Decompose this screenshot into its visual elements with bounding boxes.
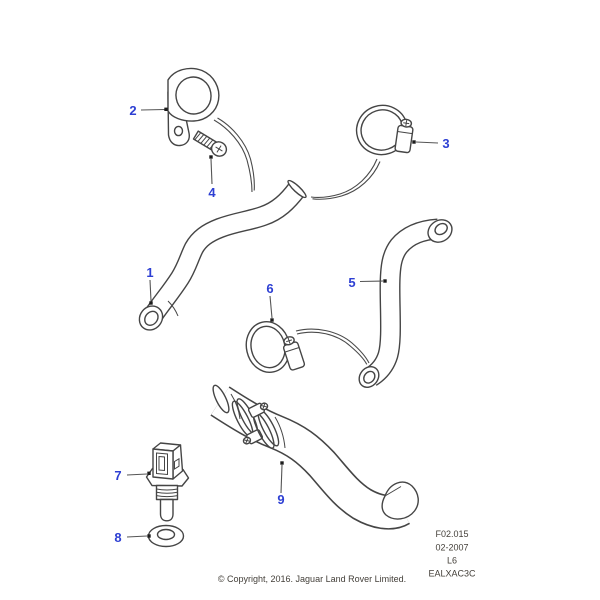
part-4-screw — [192, 130, 228, 157]
callout-7-label[interactable]: 7 — [114, 468, 121, 483]
hose1-cuff-line — [167, 300, 179, 317]
callout-7-leader — [126, 473, 148, 476]
hose5-open-end — [358, 366, 380, 388]
callout-3-dot — [412, 140, 416, 144]
callout-1-dot — [149, 301, 153, 305]
callout-5: 5 — [348, 275, 387, 290]
figure-number: F02.015 — [435, 529, 468, 539]
callout-9-leader — [280, 464, 283, 494]
figure-engine-code: L6 — [447, 556, 457, 566]
callout-5-dot — [383, 279, 387, 283]
callout-7: 7 — [114, 468, 151, 483]
assembly-arc-clamp6-to-hose5 — [295, 328, 370, 365]
figure-date: 02-2007 — [435, 543, 468, 553]
callout-6-dot — [270, 318, 274, 322]
callout-9: 9 — [277, 461, 285, 507]
callout-5-label[interactable]: 5 — [348, 275, 355, 290]
bracket-loop-inner — [175, 76, 212, 115]
part-5-hose — [358, 218, 453, 388]
part-8-washer — [147, 524, 185, 548]
callout-9-dot — [280, 461, 284, 465]
part-3-clamp — [355, 104, 414, 156]
callout-5-leader — [359, 280, 384, 283]
callout-1-leader — [149, 279, 152, 302]
part-1-hose — [138, 179, 307, 331]
hose9-upturned-end — [381, 481, 419, 520]
callout-2-dot — [164, 107, 168, 111]
callout-4: 4 — [208, 155, 216, 200]
hose9-sleeve-line-right — [274, 416, 286, 449]
hose1-cut-end — [287, 179, 307, 199]
clamp6-worm-housing — [282, 336, 306, 371]
part-7-sensor — [145, 442, 190, 522]
callout-6-leader — [269, 295, 273, 319]
callout-3: 3 — [412, 136, 450, 151]
callout-8-leader — [126, 535, 148, 538]
assembly-arc-bracket-to-hose1 — [213, 117, 255, 193]
part-9-hose-assembly — [210, 384, 419, 530]
bracket-hole — [173, 125, 184, 137]
callout-2-leader — [140, 108, 166, 111]
callout-8-label[interactable]: 8 — [114, 530, 121, 545]
callout-1-label[interactable]: 1 — [146, 265, 153, 280]
figure-catalog-code: EALXAC3C — [428, 569, 476, 579]
clamp3-worm-housing — [394, 118, 414, 154]
callout-2-label[interactable]: 2 — [129, 103, 136, 118]
callout-9-label[interactable]: 9 — [277, 492, 284, 507]
hose9-end-rim-line — [384, 486, 402, 497]
callout-7-dot — [147, 471, 151, 475]
callout-3-leader — [415, 141, 439, 144]
sensor-probe — [159, 498, 174, 522]
part-2-bracket — [167, 67, 220, 147]
part-6-clamp — [245, 320, 306, 374]
callout-6-label[interactable]: 6 — [266, 281, 273, 296]
hose9-clamp-rear — [247, 402, 280, 449]
assembly-arc-clamp3-to-hose1 — [310, 158, 381, 200]
copyright-text: © Copyright, 2016. Jaguar Land Rover Lim… — [218, 574, 406, 584]
callout-4-leader — [210, 158, 213, 185]
callout-8-dot — [147, 534, 151, 538]
callout-4-dot — [209, 155, 213, 159]
callout-4-label[interactable]: 4 — [208, 185, 216, 200]
hose5-end-bead — [427, 219, 453, 243]
hose9-left-open-end — [212, 384, 230, 414]
callout-2: 2 — [129, 103, 168, 118]
callout-1: 1 — [146, 265, 154, 305]
callout-3-label[interactable]: 3 — [442, 136, 449, 151]
callout-6: 6 — [266, 281, 274, 322]
callout-8: 8 — [114, 530, 151, 545]
hose1-open-end — [138, 305, 164, 331]
figure-info: F02.015 02-2007 L6 EALXAC3C — [428, 529, 476, 579]
